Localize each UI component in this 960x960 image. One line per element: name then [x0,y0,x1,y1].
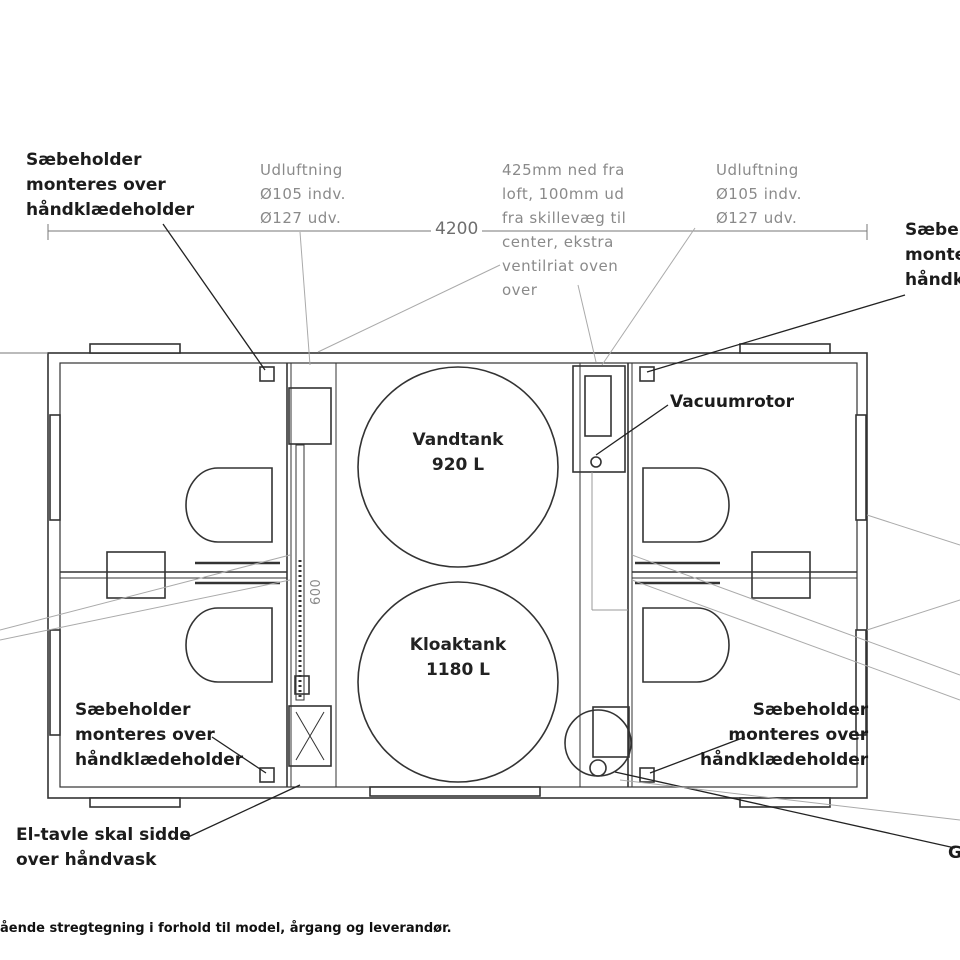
ventilation-note-left: Udluftning Ø105 indv. Ø127 udv. [260,161,346,227]
vertical-dimension: 600 [309,578,324,605]
vacuum-rotor-label: Vacuumrotor [670,392,794,412]
soap-holder-note-top-right: Sæbeho monter håndkl [905,220,960,290]
vent-position-note: 425mm ned fra loft, 100mm ud fra skillev… [502,161,627,299]
edge-label-g: G [948,843,960,863]
footer-disclaimer: ående stregtegning i forhold til model, … [0,921,452,936]
outer-wall [47,352,868,799]
electrical-panel-note: El-tavle skal sidde over håndvask [16,825,191,870]
sewage-tank-label: Kloaktank 1180 L [409,635,507,680]
soap-holder-note-bottom-left: Sæbeholder monteres over håndklædeholder [75,700,244,770]
water-tank-label: Vandtank 920 L [412,430,504,475]
sewage-tank [357,581,559,783]
water-tank [357,366,559,568]
soap-holder-note-top-left: Sæbeholder monteres over håndklædeholder [26,150,195,220]
overall-width-dimension: 4200 [431,219,483,239]
soap-holder-note-bottom-right: Sæbeholder monteres over håndklædeholder [700,700,869,770]
ventilation-note-right: Udluftning Ø105 indv. Ø127 udv. [716,161,802,227]
